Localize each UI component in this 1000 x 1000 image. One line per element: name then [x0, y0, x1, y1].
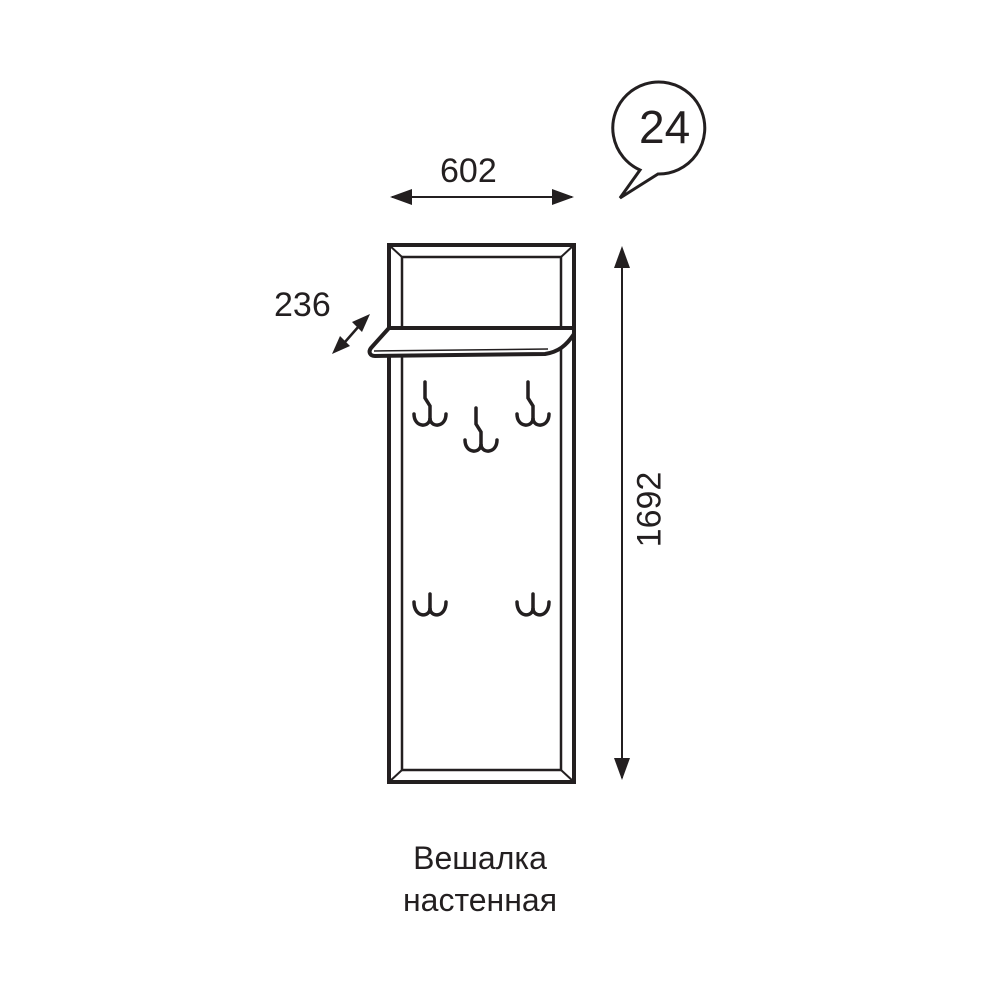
height-label: 1692 — [630, 471, 669, 548]
hook-icon — [515, 380, 551, 427]
height-dimension-arrow — [614, 246, 630, 780]
caption-line-1: Вешалка — [413, 840, 547, 876]
depth-dimension-arrow — [332, 314, 370, 354]
depth-label: 236 — [274, 286, 331, 324]
width-dimension-arrow — [390, 189, 574, 205]
hook-icon — [515, 592, 551, 617]
top-shelf — [367, 326, 576, 358]
hook-icon — [463, 406, 499, 453]
hook-icon — [412, 592, 448, 617]
caption-line-2: настенная — [402, 882, 558, 918]
wall-panel-frame — [387, 243, 576, 784]
item-number: 24 — [639, 101, 691, 153]
item-number-badge — [611, 80, 707, 200]
hook-icon — [412, 380, 448, 427]
width-label: 602 — [440, 152, 497, 190]
